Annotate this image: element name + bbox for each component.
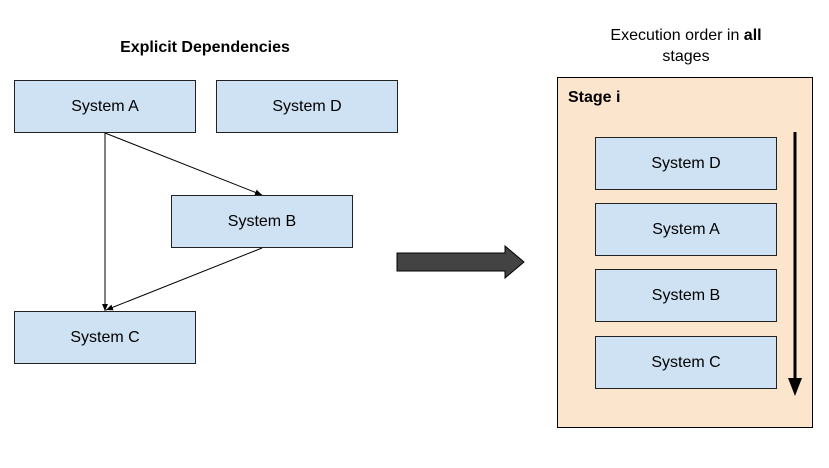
execution-order-heading-prefix: Execution order in [610,27,744,44]
system-b-node: System B [171,195,353,248]
stage-order-item-2: System A [595,203,777,256]
stage-order-label: System D [651,154,721,172]
stage-order-label: System A [652,220,720,238]
system-c-node: System C [14,311,196,364]
explicit-dependencies-heading: Explicit Dependencies [120,39,290,56]
execution-order-heading-suffix: stages [662,48,710,65]
system-c-label: System C [70,328,140,346]
execution-order-heading-emphasis: all [743,27,762,44]
stage-order-item-4: System C [595,336,777,389]
stage-order-item-3: System B [595,269,777,322]
system-b-label: System B [227,212,297,230]
stage-panel: Stage i System D System A System B Syste… [557,77,813,428]
stage-order-label: System C [651,353,721,371]
stage-order-item-1: System D [595,137,777,190]
system-a-label: System A [71,97,139,115]
stage-order-label: System B [651,286,721,304]
system-d-label: System D [272,97,342,115]
system-a-node: System A [14,80,196,133]
dependency-arrow-b-to-c [105,247,263,311]
execution-order-heading: Execution order in all stages [566,25,806,67]
system-d-node: System D [216,80,398,133]
transform-arrow-icon [396,244,525,280]
execution-order-arrow-icon [788,132,802,396]
stage-title: Stage i [568,89,621,106]
dependency-arrow-a-to-b [104,132,263,196]
